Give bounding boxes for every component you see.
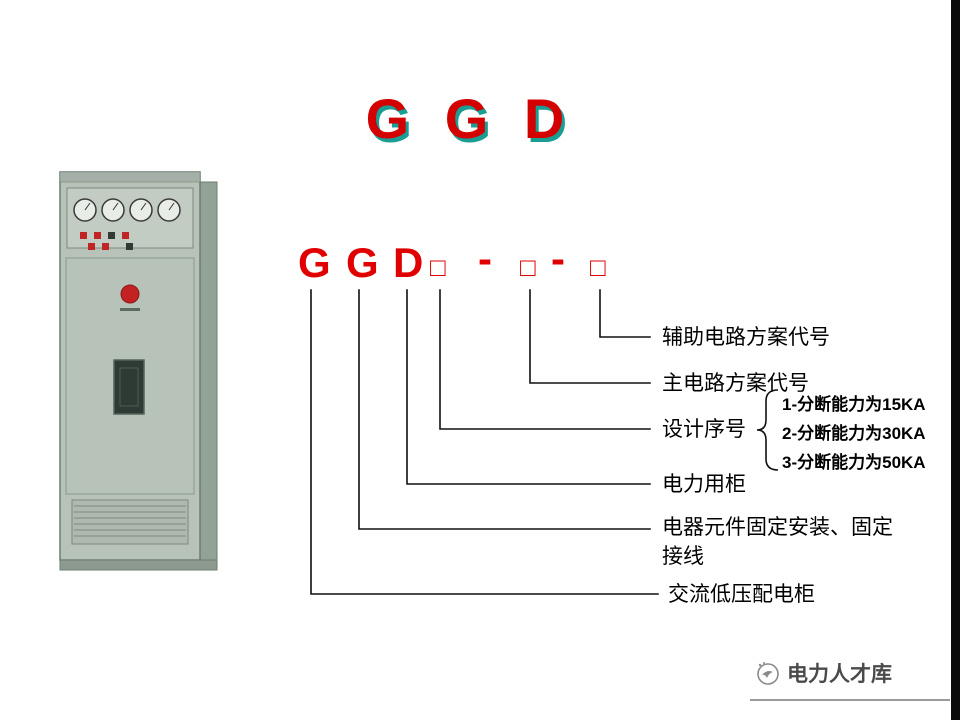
indicator-lights xyxy=(80,232,133,250)
label-power-cabinet: 电力用柜 xyxy=(662,472,746,496)
label-aux-circuit-code: 辅助电路方案代号 xyxy=(662,325,830,349)
line-aux xyxy=(599,289,651,338)
brace-item-50ka: 3-分断能力为50KA xyxy=(782,453,926,472)
meter-panel xyxy=(66,187,194,249)
cabinet-image xyxy=(59,171,218,571)
door-window xyxy=(113,359,145,415)
brace-item-15ka: 1-分断能力为15KA xyxy=(782,395,926,414)
code-char-g1: G xyxy=(298,239,331,286)
code-char-g2: G xyxy=(346,239,379,286)
line-ac xyxy=(310,289,659,595)
brace-item-30ka: 2-分断能力为30KA xyxy=(782,424,926,443)
right-edge-bar xyxy=(951,0,960,720)
label-ac-lv-cabinet: 交流低压配电柜 xyxy=(668,582,815,606)
label-main-circuit-code: 主电路方案代号 xyxy=(662,371,809,395)
page-title: G G D xyxy=(365,87,575,150)
label-design-serial: 设计序号 xyxy=(662,417,746,441)
code-box-1: □ xyxy=(430,252,446,282)
code-box-2: □ xyxy=(520,252,536,282)
footer-logo-icon xyxy=(757,662,779,685)
cabinet-door xyxy=(65,257,195,495)
cabinet-base xyxy=(59,559,218,571)
footer-logo-text: 电力人才库 xyxy=(787,663,892,686)
footer-divider xyxy=(750,699,950,701)
line-power xyxy=(406,289,651,485)
line-design xyxy=(439,289,651,430)
brace xyxy=(756,389,779,471)
label-fixed-install: 电器元件固定安装、固定 接线 xyxy=(662,515,893,569)
vent-grille xyxy=(71,499,189,545)
line-main xyxy=(529,289,651,384)
line-fixed xyxy=(358,289,651,530)
code-dash-2: - xyxy=(551,235,565,282)
footer-logo: 电力人才库 xyxy=(754,658,892,688)
code-box-3: □ xyxy=(590,252,606,282)
code-char-d: D xyxy=(393,239,424,286)
code-dash-1: - xyxy=(478,235,492,282)
brand-emblem xyxy=(120,284,140,311)
